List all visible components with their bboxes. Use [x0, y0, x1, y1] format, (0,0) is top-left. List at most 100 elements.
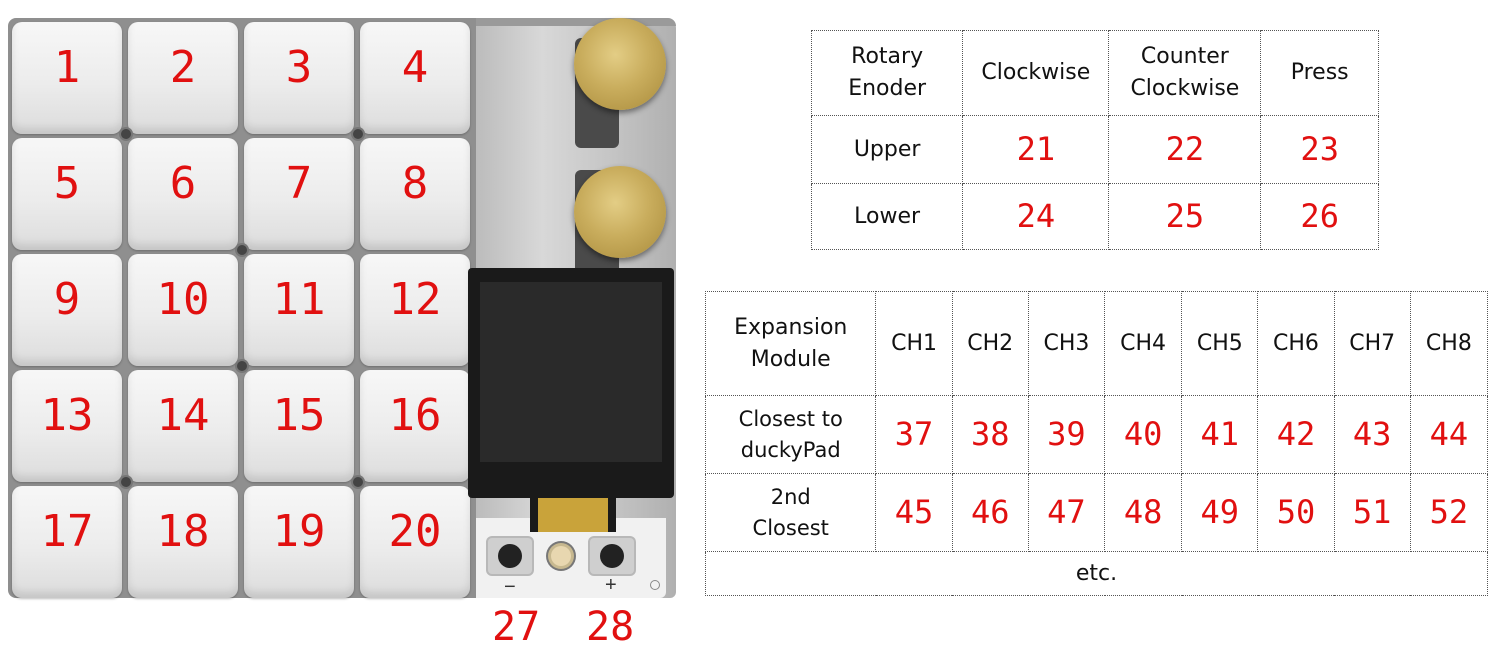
key-number: 20 — [388, 506, 442, 557]
key-13[interactable]: 13 — [12, 370, 122, 482]
rotary-row-upper: Upper 21 22 23 — [810, 115, 1379, 184]
key-number: 19 — [272, 506, 326, 557]
key-number: 18 — [156, 506, 210, 557]
expansion-value: 41 — [1181, 395, 1259, 474]
rotary-value: 26 — [1260, 183, 1379, 250]
key-number: 14 — [156, 390, 210, 441]
minus-button[interactable] — [488, 538, 532, 574]
expansion-value: 44 — [1409, 395, 1489, 474]
screw-icon — [353, 477, 363, 487]
channel-header: CH7 — [1333, 291, 1411, 396]
rotary-value: 21 — [962, 115, 1110, 184]
key-10[interactable]: 10 — [128, 254, 238, 366]
expansion-value: 40 — [1104, 395, 1183, 474]
key-19[interactable]: 19 — [244, 486, 354, 598]
expansion-value: 39 — [1027, 395, 1106, 474]
plus-button[interactable] — [590, 538, 634, 574]
rotary-value: 23 — [1260, 115, 1379, 184]
key-20[interactable]: 20 — [360, 486, 470, 598]
channel-header: CH1 — [875, 291, 953, 396]
key-15[interactable]: 15 — [244, 370, 354, 482]
key-5[interactable]: 5 — [12, 138, 122, 250]
rotary-encoder-lower-knob[interactable] — [574, 166, 666, 258]
expansion-footer: etc. — [705, 551, 1488, 596]
expansion-value: 52 — [1409, 473, 1489, 552]
key-2[interactable]: 2 — [128, 22, 238, 134]
channel-header: CH6 — [1257, 291, 1335, 396]
expansion-value: 49 — [1181, 473, 1259, 552]
key-number: 8 — [401, 158, 429, 209]
key-number: 10 — [156, 274, 210, 325]
screw-icon — [237, 245, 247, 255]
key-number: 11 — [272, 274, 326, 325]
key-number: 1 — [53, 42, 81, 93]
key-number: 4 — [401, 42, 429, 93]
expansion-value: 45 — [875, 473, 953, 552]
key-number: 13 — [40, 390, 94, 441]
expansion-value: 42 — [1257, 395, 1335, 474]
key-16[interactable]: 16 — [360, 370, 470, 482]
screw-icon — [121, 129, 131, 139]
key-number: 12 — [388, 274, 442, 325]
expansion-value: 37 — [875, 395, 953, 474]
plate-edge — [470, 18, 676, 26]
oled-screen — [480, 282, 662, 462]
expansion-value: 48 — [1104, 473, 1183, 552]
key-18[interactable]: 18 — [128, 486, 238, 598]
key-number: 6 — [169, 158, 197, 209]
key-number: 16 — [388, 390, 442, 441]
key-number: 15 — [272, 390, 326, 441]
key-1[interactable]: 1 — [12, 22, 122, 134]
screw-icon — [121, 477, 131, 487]
rotary-row-lower: Lower 24 25 26 — [810, 183, 1379, 250]
rotary-value: 22 — [1108, 115, 1262, 184]
expansion-value: 43 — [1333, 395, 1411, 474]
expansion-footer-row: etc. — [705, 551, 1488, 596]
channel-header: CH4 — [1104, 291, 1183, 396]
minus-symbol: − — [504, 576, 516, 598]
key-4[interactable]: 4 — [360, 22, 470, 134]
key-3[interactable]: 3 — [244, 22, 354, 134]
key-17[interactable]: 17 — [12, 486, 122, 598]
rotary-row-label: Lower — [810, 183, 964, 250]
oled-display — [468, 268, 674, 498]
key-11[interactable]: 11 — [244, 254, 354, 366]
key-7[interactable]: 7 — [244, 138, 354, 250]
channel-header: CH8 — [1409, 291, 1489, 396]
key-14[interactable]: 14 — [128, 370, 238, 482]
channel-header: CH5 — [1181, 291, 1259, 396]
rotary-value: 24 — [962, 183, 1110, 250]
key-6[interactable]: 6 — [128, 138, 238, 250]
key-number: 2 — [169, 42, 197, 93]
key-number: 9 — [53, 274, 81, 325]
plus-button-number: 28 — [586, 604, 635, 650]
rotary-value: 25 — [1108, 183, 1262, 250]
channel-header: CH3 — [1027, 291, 1106, 396]
key-9[interactable]: 9 — [12, 254, 122, 366]
key-12[interactable]: 12 — [360, 254, 470, 366]
screw-icon — [353, 129, 363, 139]
screw-icon — [237, 361, 247, 371]
key-number: 17 — [40, 506, 94, 557]
rotary-row-label: Upper — [810, 115, 964, 184]
key-number: 3 — [285, 42, 313, 93]
key-8[interactable]: 8 — [360, 138, 470, 250]
channel-header: CH2 — [951, 291, 1029, 396]
rotary-encoder-upper-knob[interactable] — [574, 18, 666, 110]
expansion-value: 38 — [951, 395, 1029, 474]
plus-symbol: + — [605, 574, 617, 596]
expansion-value: 50 — [1257, 473, 1335, 552]
display-ribbon — [530, 498, 616, 532]
rotary-header-cell: Clockwise — [962, 30, 1110, 116]
